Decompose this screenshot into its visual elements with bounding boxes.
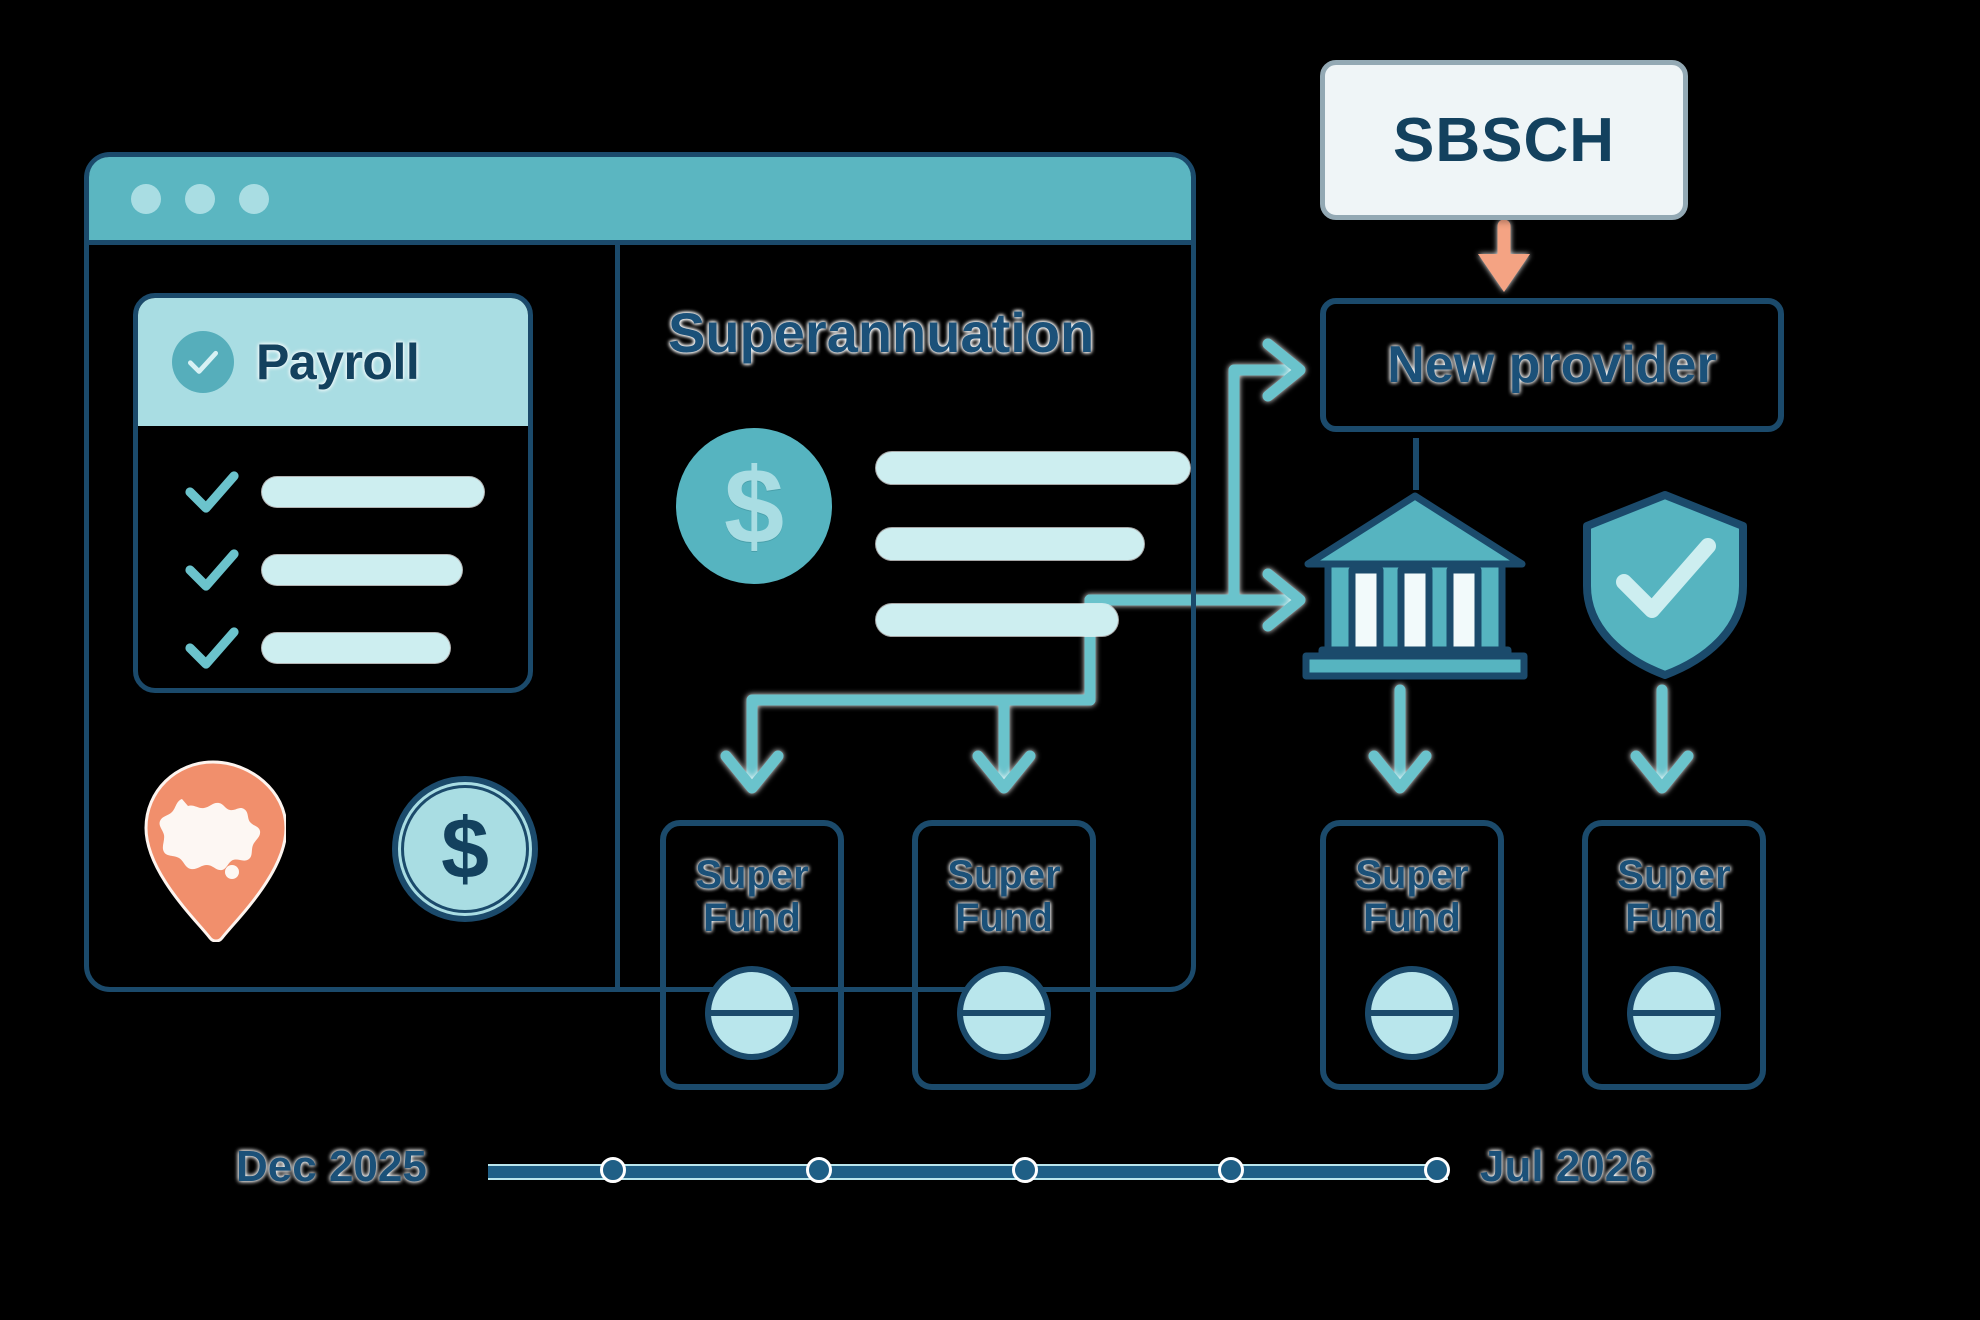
- browser-titlebar: [89, 157, 1191, 245]
- super-fund-label-line2: Fund: [1625, 896, 1723, 941]
- timeline-track[interactable]: [488, 1164, 1448, 1180]
- super-placeholder-bar: [876, 528, 1144, 560]
- super-fund-box[interactable]: Super Fund: [912, 820, 1096, 1090]
- timeline-milestone-dot[interactable]: [600, 1157, 626, 1183]
- super-fund-box[interactable]: Super Fund: [660, 820, 844, 1090]
- check-circle-icon: [172, 331, 234, 393]
- super-fund-box[interactable]: Super Fund: [1320, 820, 1504, 1090]
- payroll-card[interactable]: Payroll: [133, 293, 533, 693]
- shield-check-icon: [1580, 490, 1750, 680]
- new-provider-box[interactable]: New provider: [1320, 298, 1784, 432]
- super-placeholder-bar: [876, 452, 1190, 484]
- super-fund-label-line1: Super: [947, 853, 1061, 897]
- timeline-milestone-dot[interactable]: [1012, 1157, 1038, 1183]
- bank-icon: [1300, 490, 1530, 680]
- browser-window: Payroll: [84, 152, 1196, 992]
- payroll-checklist-row[interactable]: [184, 548, 462, 592]
- superannuation-title: Superannuation: [668, 301, 1095, 364]
- super-fund-label-line2: Fund: [1363, 896, 1461, 941]
- super-fund-label-line2: Fund: [955, 896, 1053, 941]
- coin-icon: [1627, 966, 1721, 1060]
- dollar-coin-icon: $: [392, 776, 538, 922]
- payroll-checklist-bar: [262, 477, 484, 507]
- coin-icon: [705, 966, 799, 1060]
- panel-divider: [615, 245, 620, 992]
- window-dot-minimize[interactable]: [185, 184, 215, 214]
- payroll-card-title: Payroll: [256, 334, 420, 390]
- timeline-milestone-dot[interactable]: [806, 1157, 832, 1183]
- super-placeholder-bar: [876, 604, 1118, 636]
- payroll-card-header: Payroll: [138, 298, 528, 426]
- payroll-checklist-bar: [262, 633, 450, 663]
- dollar-symbol: $: [441, 801, 489, 897]
- timeline-end-label: Jul 2026: [1480, 1142, 1654, 1191]
- timeline-start-label: Dec 2025: [236, 1142, 427, 1191]
- super-fund-label-line1: Super: [1617, 853, 1731, 897]
- australia-map-pin-icon: [140, 760, 286, 942]
- check-icon: [185, 549, 239, 591]
- window-dot-close[interactable]: [131, 184, 161, 214]
- super-fund-label-line1: Super: [1355, 853, 1469, 897]
- coin-icon: [1365, 966, 1459, 1060]
- check-icon: [185, 627, 239, 669]
- payroll-checklist-row[interactable]: [184, 470, 484, 514]
- new-provider-label: New provider: [1387, 336, 1717, 394]
- payroll-checklist-row[interactable]: [184, 626, 450, 670]
- coin-icon: [957, 966, 1051, 1060]
- check-icon: [185, 471, 239, 513]
- timeline-milestone-dot[interactable]: [1218, 1157, 1244, 1183]
- sbsch-box[interactable]: SBSCH: [1320, 60, 1688, 220]
- super-fund-label-line1: Super: [695, 853, 809, 897]
- payroll-checklist-bar: [262, 555, 462, 585]
- window-dot-maximize[interactable]: [239, 184, 269, 214]
- dollar-symbol: $: [723, 445, 785, 566]
- dollar-coin-icon: $: [676, 428, 832, 584]
- super-fund-label-line2: Fund: [703, 896, 801, 941]
- timeline-milestone-dot[interactable]: [1424, 1157, 1450, 1183]
- sbsch-label: SBSCH: [1392, 105, 1616, 175]
- super-fund-box[interactable]: Super Fund: [1582, 820, 1766, 1090]
